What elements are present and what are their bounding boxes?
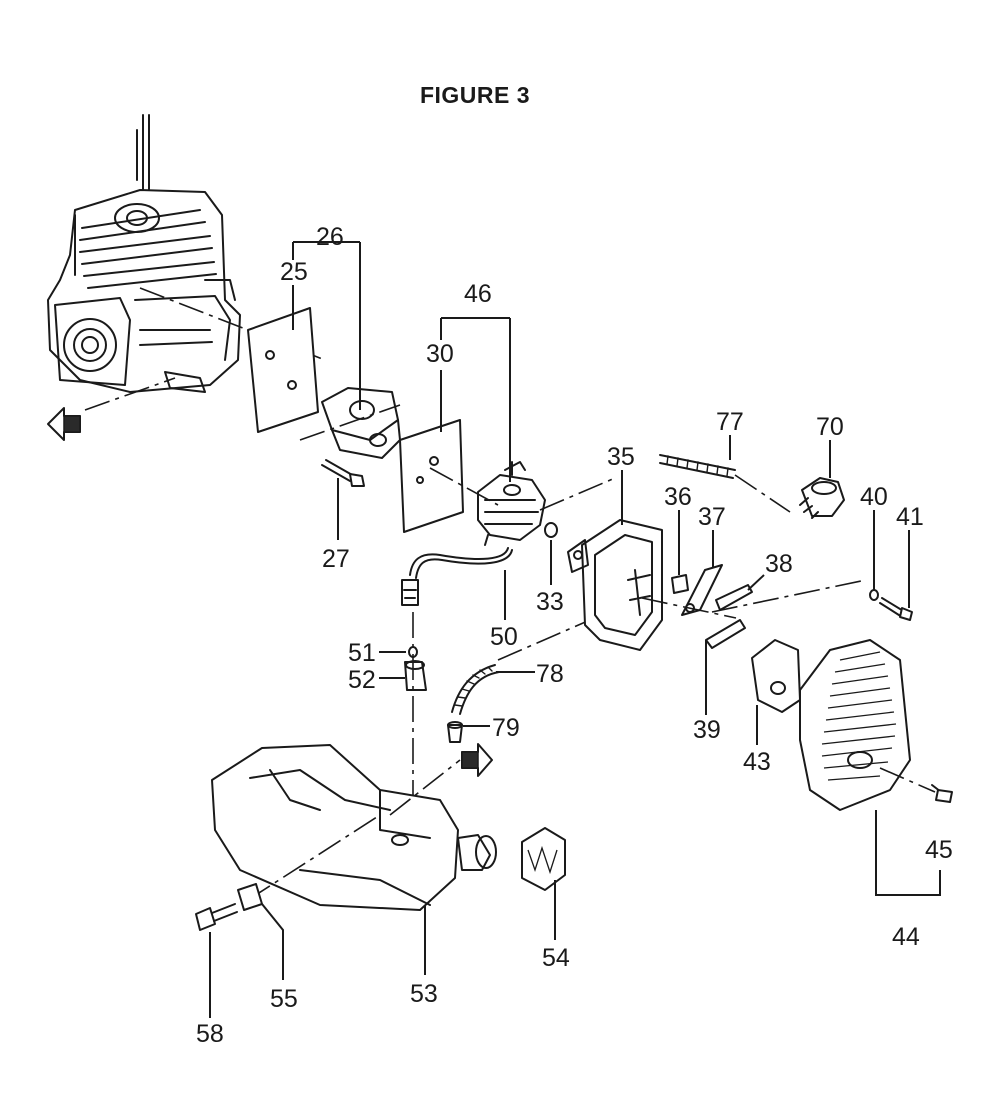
callout-55: 55 [270,985,298,1013]
engine-lower-line [84,377,176,411]
carburetor [477,461,546,546]
tank-bolt-line [247,814,381,901]
callout-79: 79 [492,714,520,742]
air-filter-cover [799,639,911,811]
gasket-38 [715,584,753,611]
return-hose [659,454,791,513]
cover-screw-line [879,767,936,793]
carb-to-filter-line [539,477,616,511]
callout-70: 70 [816,413,844,441]
callout-36: 36 [664,483,692,511]
tank-neck [457,834,497,871]
washer-40 [869,589,879,601]
screw-41 [879,597,913,621]
filter-bolt-line [711,579,867,613]
callout-43: 43 [743,748,771,776]
callout-labels: 26 25 27 46 30 33 50 35 36 37 38 39 40 4… [196,223,953,1048]
grommet [447,721,463,743]
o-ring-33 [544,522,558,538]
insulator-gasket [247,307,319,433]
filter-assembly-line [641,597,737,619]
figure-title: FIGURE 3 [419,82,531,108]
collar-55 [237,883,263,911]
callout-45: 45 [925,836,953,864]
fuel-tank [211,744,459,911]
callout-77: 77 [716,408,744,436]
callout-40: 40 [860,483,888,511]
carburetor-gasket [399,419,464,533]
clip-39 [705,619,746,649]
callout-39: 39 [693,716,721,744]
callout-58: 58 [196,1020,224,1048]
callout-35: 35 [607,443,635,471]
carb-line [429,467,499,506]
callout-50: 50 [490,623,518,651]
engine-block [47,114,241,393]
direction-arrow-left [47,407,81,441]
callout-25: 25 [280,258,308,286]
hose-to-filter-line [497,619,591,661]
direction-arrow-right [461,743,493,777]
bolt-27 [321,459,365,487]
callout-leaders [209,241,941,1018]
bolt-alignment-line [299,404,401,441]
fuel-filter [404,646,427,691]
callout-41: 41 [896,503,924,531]
callout-33: 33 [536,588,564,616]
fuel-line [401,547,513,606]
callout-27: 27 [322,545,350,573]
callout-46: 46 [464,280,492,308]
callout-26: 26 [316,223,344,251]
callout-38: 38 [765,550,793,578]
air-cleaner-base [567,519,663,651]
screw-45 [931,784,953,803]
callout-30: 30 [426,340,454,368]
tank-mount-line [389,759,461,816]
fuel-cap [521,827,566,891]
bolt-58 [195,903,238,931]
primer-bulb [799,477,845,519]
filter-element [751,639,801,713]
spacer-36 [671,574,689,594]
insulator-block [321,387,401,459]
callout-53: 53 [410,980,438,1008]
callout-37: 37 [698,503,726,531]
callout-54: 54 [542,944,570,972]
callout-44: 44 [892,923,920,951]
callout-52: 52 [348,666,376,694]
callout-78: 78 [536,660,564,688]
engine-mount-line [139,287,326,361]
callout-51: 51 [348,639,376,667]
fuel-hose [451,664,500,715]
